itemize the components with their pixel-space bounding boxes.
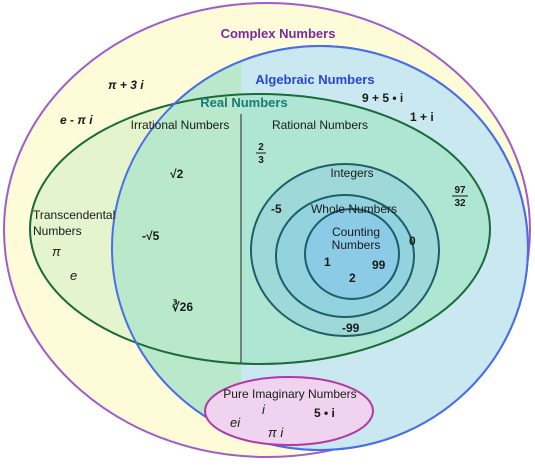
rational-numbers-label: Rational Numbers <box>272 118 368 132</box>
example-one: 1 <box>324 255 331 269</box>
example-cube-root-26: ∛26 <box>172 299 193 314</box>
example-9-plus-5i: 9 + 5 • i <box>362 91 403 105</box>
example-1-plus-i: 1 + i <box>410 110 434 124</box>
counting-numbers-label-line1: Counting <box>332 225 380 239</box>
example-99: 99 <box>372 258 386 272</box>
algebraic-numbers-outline <box>111 45 529 451</box>
example-e: e <box>70 268 77 283</box>
pure-imaginary-region <box>204 376 374 446</box>
irrational-numbers-region <box>112 46 241 450</box>
example-pi: π <box>52 244 61 259</box>
example-neg99: -99 <box>342 321 360 335</box>
transcendental-label-line2: Numbers <box>33 224 82 238</box>
fraction-97-32-denominator: 32 <box>454 198 466 209</box>
example-sqrt2: √2 <box>170 167 184 181</box>
example-ei: ei <box>230 415 241 430</box>
integers-label: Integers <box>330 166 373 180</box>
fraction-97-32-numerator: 97 <box>454 185 466 196</box>
transcendental-label-line1: Transcendental <box>33 208 115 222</box>
example-neg-sqrt5: -√5 <box>142 229 160 243</box>
fraction-2-3-denominator: 3 <box>258 155 264 166</box>
whole-numbers-label: Whole Numbers <box>311 202 397 216</box>
real-numbers-outline <box>29 93 491 365</box>
example-zero: 0 <box>409 234 416 248</box>
complex-numbers-label: Complex Numbers <box>221 26 336 41</box>
fraction-2-3-numerator: 2 <box>258 142 264 153</box>
real-numbers-label: Real Numbers <box>200 95 287 110</box>
example-5i: 5 • i <box>314 406 335 420</box>
example-neg5: -5 <box>271 202 282 216</box>
example-i: i <box>262 402 266 417</box>
example-two: 2 <box>349 271 356 285</box>
algebraic-numbers-label: Algebraic Numbers <box>255 72 374 87</box>
example-e-minus-pi-i: e - π i <box>60 113 93 127</box>
example-pi-plus-3i: π + 3 i <box>108 78 144 92</box>
pure-imaginary-label: Pure Imaginary Numbers <box>223 387 356 401</box>
irrational-numbers-label: Irrational Numbers <box>131 118 230 132</box>
counting-numbers-region <box>304 208 400 300</box>
example-pi-i: π i <box>268 425 284 440</box>
counting-numbers-label-line2: Numbers <box>332 238 381 252</box>
